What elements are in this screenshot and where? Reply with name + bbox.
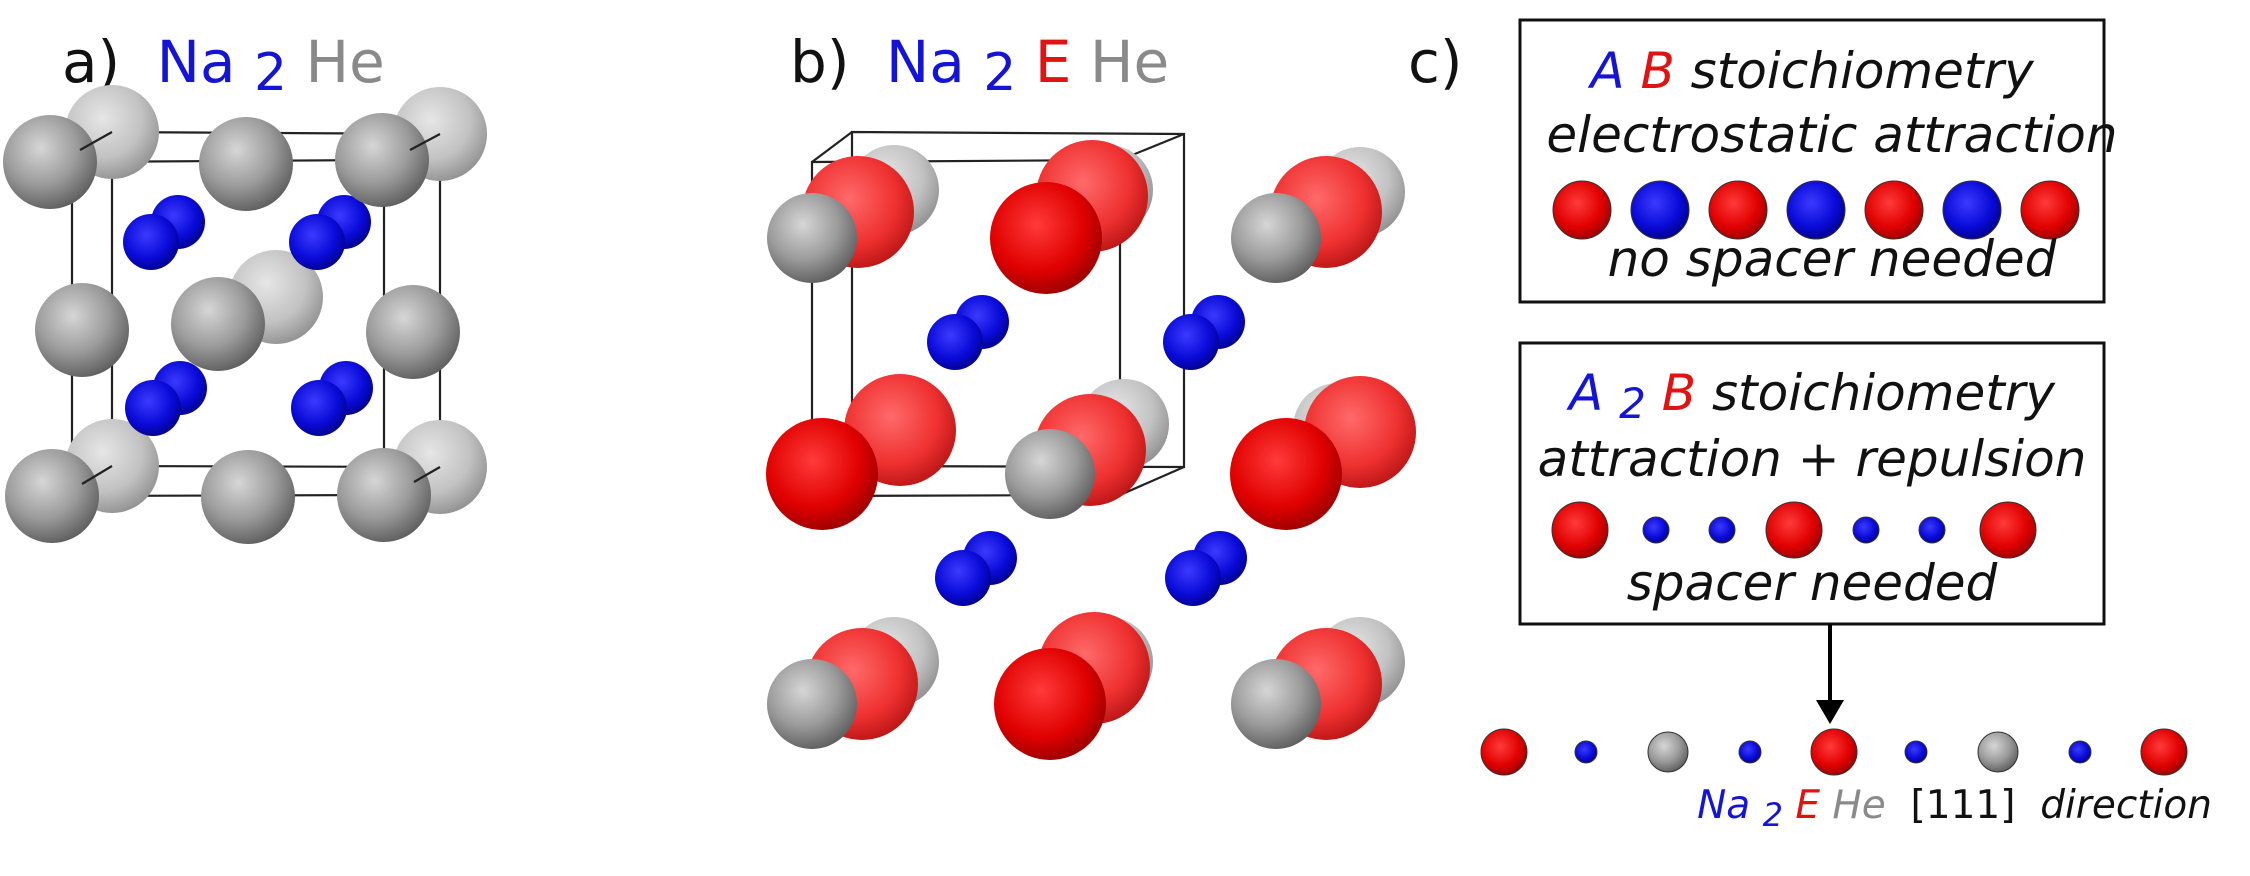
helium-atom [171,277,265,371]
sodium-atom [1738,740,1762,764]
element-e-atom [990,182,1102,294]
element-e-atom [2020,180,2080,240]
sodium-atom [935,550,991,606]
panel-c-letter: c) [1408,28,1463,96]
caption-bracket: [111] [1898,783,2028,828]
box-a2b-stoichiometry: A 2 B stoichiometry attraction + repulsi… [1518,341,2106,626]
box-a2b-line3: spacer needed [1627,554,1998,612]
sodium-atom [1918,516,1946,544]
caption-direction: direction [2040,783,2212,828]
element-e-atom [2140,728,2188,776]
box-ab-title-rest: stoichiometry [1691,42,2035,100]
caption-sub: 2 [1763,796,1783,834]
helium-atom [1231,659,1321,749]
crystal-structure-na2he [3,85,487,544]
panel-b-formula-he: He [1090,28,1169,96]
box-ab-title-b: B [1640,42,1674,100]
panel-b-letter: b) [790,28,849,96]
box-a2b-title-a: A [1566,364,1603,422]
sodium-atom [1708,516,1736,544]
sodium-atom [1574,740,1598,764]
sodium-atom [2068,740,2092,764]
element-e-atom [1480,728,1528,776]
helium-atom [5,449,99,543]
helium-atom [3,115,97,209]
element-e-atom [1708,180,1768,240]
caption-na: Na [1697,783,1750,828]
panel-a-label: a) Na 2 He [62,28,385,104]
panel-a-formula-he: He [306,28,385,96]
element-e-atom [1765,501,1823,559]
panel-b-label: b) Na 2 E He [790,28,1169,104]
sodium-atom [1163,314,1219,370]
arrow-head-icon [1816,700,1844,724]
helium-atom [335,113,429,207]
element-e-atom [1552,180,1612,240]
box-ab-title: A B stoichiometry [1587,42,2035,100]
box-ab-title-a: A [1587,42,1624,100]
helium-atom [35,283,129,377]
element-e-atom [1979,501,2037,559]
sodium-atom [125,380,181,436]
element-e-atom [1864,180,1924,240]
panel-a-formula-na: Na [157,28,236,96]
helium-atom [1977,731,2019,773]
element-e-atom [1230,418,1342,530]
helium-atom [1647,731,1689,773]
box-ab-stoichiometry: A B stoichiometry electrostatic attracti… [1518,18,2118,304]
sodium-atom [1904,740,1928,764]
box-a2b-chain [1551,501,2037,559]
box-a2b-title-rest: stoichiometry [1712,364,2056,422]
panel-a-formula-sub: 2 [254,43,287,103]
box-a2b-title-b: B [1662,364,1696,422]
box-ab-line2: electrostatic attraction [1546,106,2117,164]
helium-atom [767,659,857,749]
panel-b-formula-na: Na [886,28,965,96]
helium-atom [767,193,857,283]
sodium-atom [1786,180,1846,240]
sodium-atom [1852,516,1880,544]
box-a2b-line2: attraction + repulsion [1538,430,2087,488]
crystal-structure-na2ehe [766,130,1416,760]
box-a2b-title-sub: 2 [1619,379,1646,428]
panel-b-formula-e: E [1035,28,1072,96]
element-e-atom [1551,501,1609,559]
sodium-atom [927,314,983,370]
sodium-atom [123,214,179,270]
chain-111-direction [1480,728,2188,776]
sodium-atom [1630,180,1690,240]
caption-e: E [1795,783,1820,828]
panel-a-letter: a) [62,28,120,96]
panel-b-formula-sub: 2 [983,43,1016,103]
box-ab-line3: no spacer needed [1608,230,2057,288]
caption-he: He [1832,783,1885,828]
element-e-atom [1810,728,1858,776]
sodium-atom [289,214,345,270]
sodium-atom [1165,550,1221,606]
element-e-atom [994,648,1106,760]
box-a2b-title: A 2 B stoichiometry [1566,364,2056,430]
chain-111-caption: Na 2 E He [111] direction [1697,783,2212,836]
sodium-atom [1642,516,1670,544]
helium-atom [199,117,293,211]
helium-atom [201,450,295,544]
helium-atom [1231,193,1321,283]
sodium-atom [1942,180,2002,240]
helium-atom [366,285,460,379]
sodium-atom [291,380,347,436]
helium-atom [337,448,431,542]
box-ab-chain [1552,180,2080,240]
helium-atom [1005,429,1095,519]
element-e-atom [766,418,878,530]
